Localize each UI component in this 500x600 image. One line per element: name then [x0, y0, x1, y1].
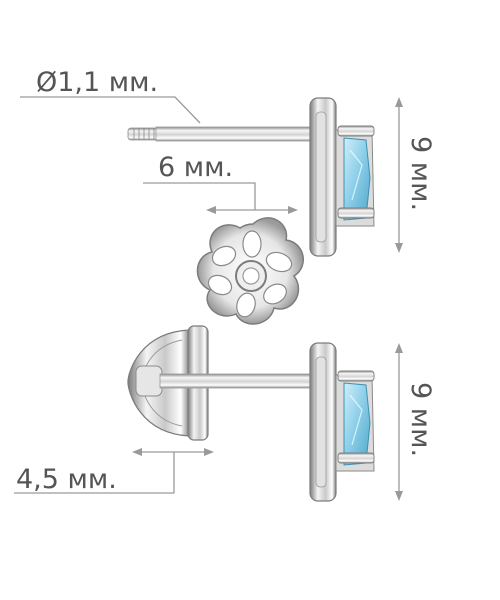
pin-length-label: 6 мм. — [158, 152, 233, 183]
blue-gemstone — [343, 137, 371, 221]
pin-length-leader — [143, 182, 256, 210]
height-bottom-label: 9 мм. — [405, 382, 436, 457]
pin-shaft — [155, 126, 313, 142]
flower-clasp — [196, 217, 304, 325]
pin-thread — [127, 127, 159, 141]
clasp-depth-leader — [14, 452, 175, 494]
side-clasp — [127, 325, 209, 441]
bottom-earring — [127, 325, 375, 502]
prong — [337, 452, 375, 464]
top-earring — [127, 97, 375, 257]
blue-gemstone — [343, 382, 371, 466]
clasp-depth-label: 4,5 мм. — [16, 464, 117, 495]
pin-diameter-leader — [20, 96, 201, 124]
prong — [337, 125, 375, 137]
prong — [337, 370, 375, 382]
pin-diameter-label: Ø1,1 мм. — [36, 67, 158, 98]
prong — [337, 207, 375, 219]
pin-shaft — [159, 373, 313, 389]
height-top-label: 9 мм. — [405, 136, 436, 211]
